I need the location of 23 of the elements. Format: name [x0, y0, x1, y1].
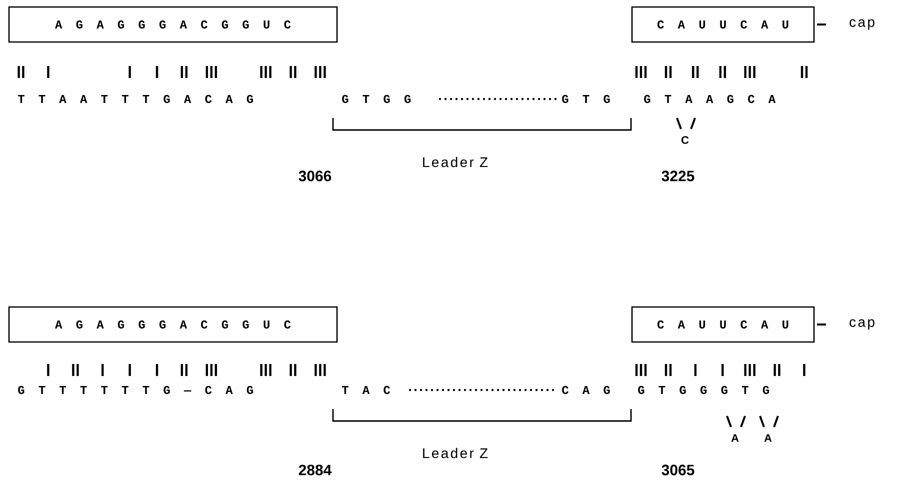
sequence-box: A G A G G G A C G G U C	[8, 6, 338, 43]
position-number: 2884	[298, 464, 332, 476]
sequence-box: C A U U C A U	[631, 6, 815, 43]
position-number: 3065	[662, 464, 694, 476]
sequence-text: G T G	[562, 94, 610, 104]
cap-label: cap	[850, 319, 874, 330]
inserted-base: A	[764, 434, 772, 442]
sequence-text: C A G	[562, 386, 610, 394]
sequence-text: G T T T T T T G — C A G	[18, 386, 253, 394]
sequence-box: C A U U C A U	[631, 306, 815, 343]
sequence-box: A G A G G G A C G G U C	[8, 306, 338, 343]
sequence-text: G T G G G T G	[638, 386, 769, 394]
position-number: 3225	[662, 170, 694, 182]
sequence-text: T A C	[342, 386, 390, 394]
cap-label: cap	[850, 19, 874, 30]
inserted-base: C	[681, 136, 689, 144]
sequence-text: G T G G	[342, 94, 411, 104]
leader-label: Leader Z	[423, 156, 488, 168]
sequence-text: T T A A T T T G A C A G	[18, 94, 253, 104]
sequence-text: G T A A G C A	[644, 94, 776, 104]
position-number: 3066	[298, 170, 332, 182]
leader-label: Leader Z	[423, 448, 488, 458]
inserted-base: A	[731, 434, 739, 442]
